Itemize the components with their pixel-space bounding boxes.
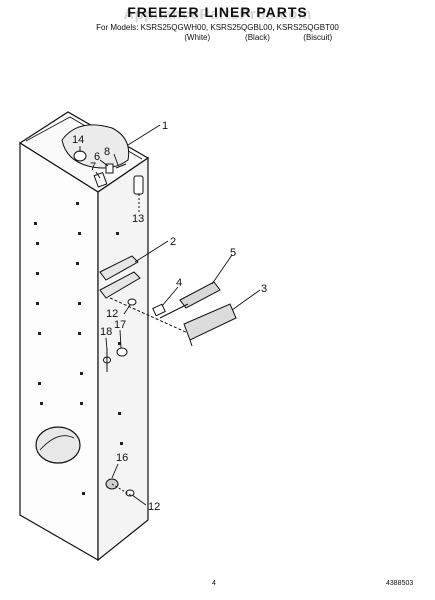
callout-labels: 1 2 3 4 5 6 7 8 12 12 13 14 16 17 18 — [72, 120, 267, 513]
callout-17: 17 — [114, 319, 126, 331]
page-header: AppliancePartsPros.com FREEZER LINER PAR… — [0, 4, 435, 42]
leader-lines — [79, 124, 261, 506]
callout-12-upper: 12 — [106, 308, 118, 320]
callout-4: 4 — [176, 277, 182, 289]
liner-left-opening — [35, 426, 81, 464]
model-list: For Models: KSRS25QGWH00, KSRS25QGBL00, … — [96, 23, 339, 32]
callout-16: 16 — [116, 452, 128, 464]
callout-7: 7 — [90, 161, 96, 173]
part-3-cover-edge — [189, 339, 193, 347]
part-7-clip — [93, 172, 108, 188]
callout-14: 14 — [72, 134, 84, 146]
document-number: 4388503 — [386, 580, 414, 587]
watermark: AppliancePartsPros.com — [123, 6, 312, 23]
top-assembly — [61, 124, 144, 212]
mid-assembly — [99, 255, 237, 347]
part-8-screw — [115, 163, 127, 169]
callout-18: 18 — [100, 326, 112, 338]
variant-white: (White) — [184, 33, 211, 42]
part-4-clip — [152, 303, 166, 317]
callout-2: 2 — [170, 236, 176, 248]
liner-right-face — [97, 156, 149, 562]
callout-6: 6 — [94, 151, 100, 163]
variant-black: (Black) — [245, 33, 270, 42]
part-13-damper — [133, 175, 144, 195]
callout-1: 1 — [162, 120, 168, 132]
page-number: 4 — [212, 580, 216, 587]
liner-mounting-holes — [34, 202, 123, 495]
callout-3: 3 — [261, 283, 267, 295]
callout-5: 5 — [230, 247, 236, 259]
color-variants: (White) (Black) (Biscuit) — [0, 33, 435, 42]
part-5-tube-core — [159, 303, 189, 319]
part-5-tube — [179, 281, 221, 309]
variant-biscuit: (Biscuit) — [303, 33, 333, 42]
liner-left-opening-shade — [39, 435, 75, 451]
page-title: FREEZER LINER PARTS — [127, 4, 308, 20]
callout-8: 8 — [104, 146, 110, 158]
part-2-track-lower — [99, 271, 141, 299]
part-12-grommet-upper — [127, 298, 137, 306]
callout-12-lower: 12 — [148, 501, 160, 513]
lower-assembly — [103, 347, 135, 497]
part-6-bracket — [105, 163, 114, 174]
freezer-liner — [18, 111, 150, 562]
callout-13: 13 — [132, 213, 144, 225]
liner-left-face — [19, 141, 99, 562]
part-14-grommet — [73, 150, 87, 162]
part-3-cover — [183, 303, 237, 341]
part-2-track — [99, 255, 139, 281]
part-17-bushing — [116, 347, 128, 357]
part-12-grommet-lower — [125, 489, 135, 497]
